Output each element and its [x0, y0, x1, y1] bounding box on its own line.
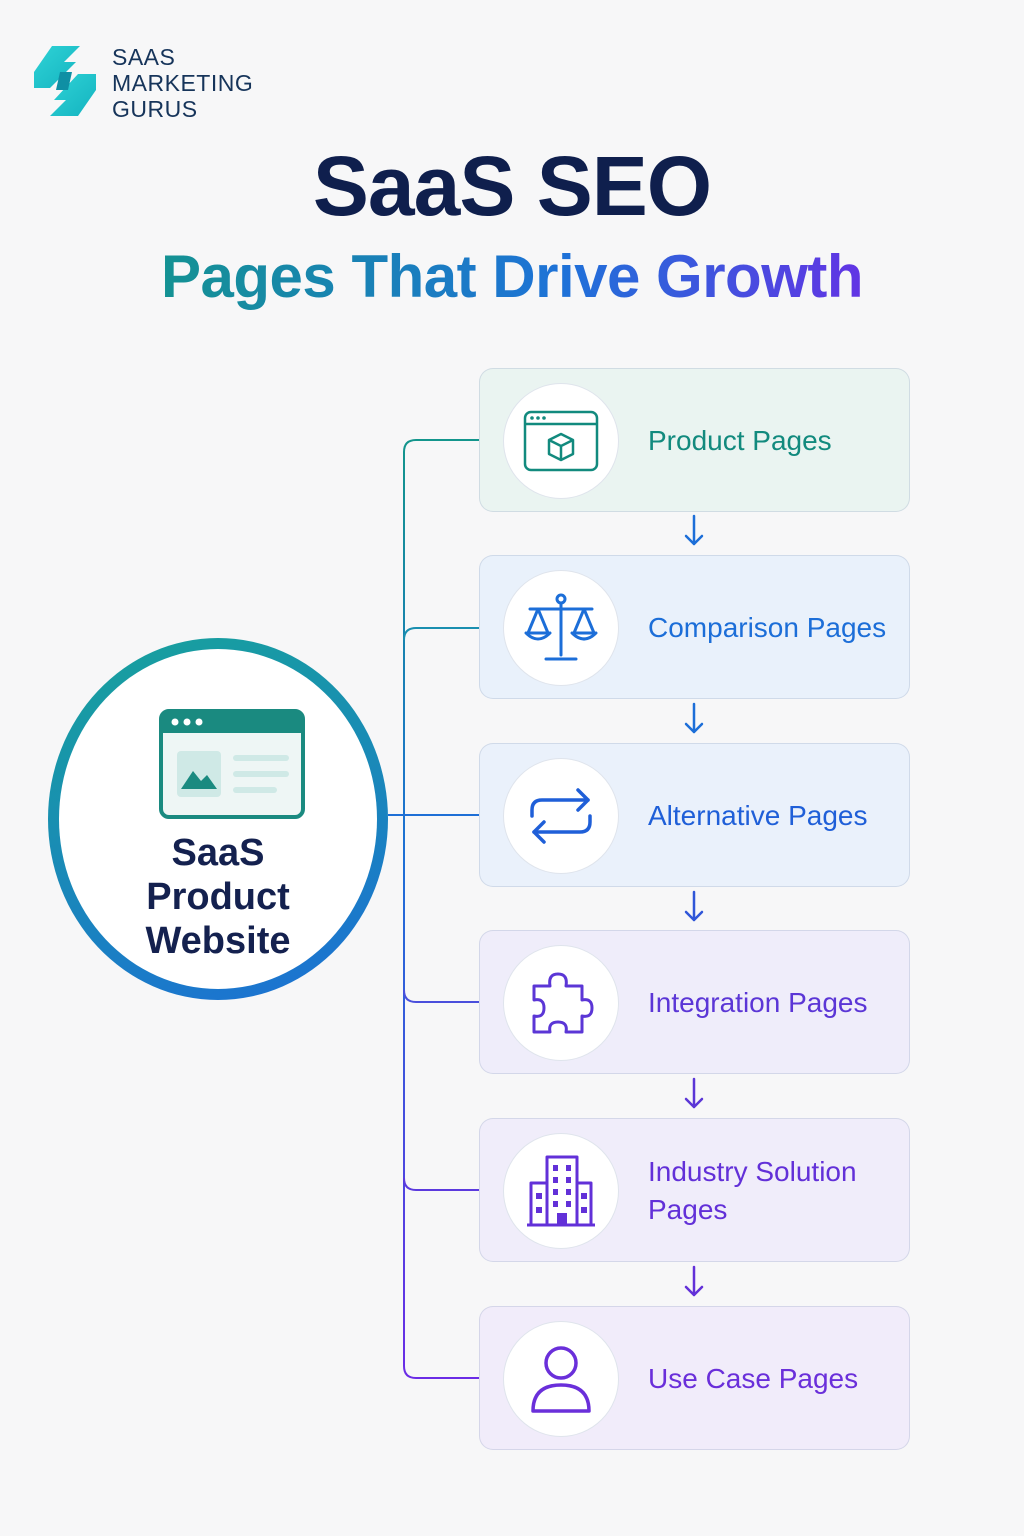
card-product-pages: Product Pages — [479, 368, 910, 512]
browser-window-icon — [159, 709, 305, 819]
card-integration-pages: Integration Pages — [479, 930, 910, 1074]
card-use-case-pages: Use Case Pages — [479, 1306, 910, 1450]
scale-icon — [524, 593, 598, 661]
down-arrow-icon — [684, 890, 704, 922]
connector-branch — [403, 627, 479, 641]
card-label: Use Case Pages — [648, 1363, 859, 1394]
card-industry-solution-pages: Industry Solution Pages — [479, 1118, 910, 1262]
card-comparison-pages: Comparison Pages — [479, 555, 910, 699]
page-subtitle: Pages That Drive Growth — [0, 242, 1024, 311]
page-title: SaaS SEO — [312, 139, 712, 233]
connector-branch — [403, 989, 479, 1003]
card-alternative-pages: Alternative Pages — [479, 743, 910, 887]
card-label: Comparison Pages — [648, 612, 887, 643]
swap-arrows-icon — [530, 788, 592, 844]
hub-circle: SaaS Product Website — [48, 638, 388, 1000]
card-label: Alternative Pages — [648, 800, 868, 831]
card-label: Integration Pages — [648, 987, 868, 1018]
card-label: Product Pages — [648, 425, 832, 456]
down-arrow-icon — [684, 514, 704, 546]
connector-branch — [403, 1177, 479, 1191]
building-icon — [527, 1155, 595, 1227]
brand-logo: SAAS MARKETING GURUS — [30, 40, 290, 125]
user-icon — [531, 1346, 591, 1413]
logo-mark-icon — [34, 46, 96, 116]
box-browser-icon — [523, 410, 599, 472]
card-label: Industry Solution Pages — [648, 1156, 857, 1225]
puzzle-icon — [532, 972, 594, 1034]
down-arrow-icon — [684, 1077, 704, 1109]
down-arrow-icon — [684, 1265, 704, 1297]
brand-line-1: SAAS — [112, 44, 176, 70]
down-arrow-icon — [684, 702, 704, 734]
brand-line-2: MARKETING — [112, 70, 254, 96]
brand-line-3: GURUS — [112, 96, 198, 122]
hub-label: SaaS Product Website — [145, 832, 291, 962]
